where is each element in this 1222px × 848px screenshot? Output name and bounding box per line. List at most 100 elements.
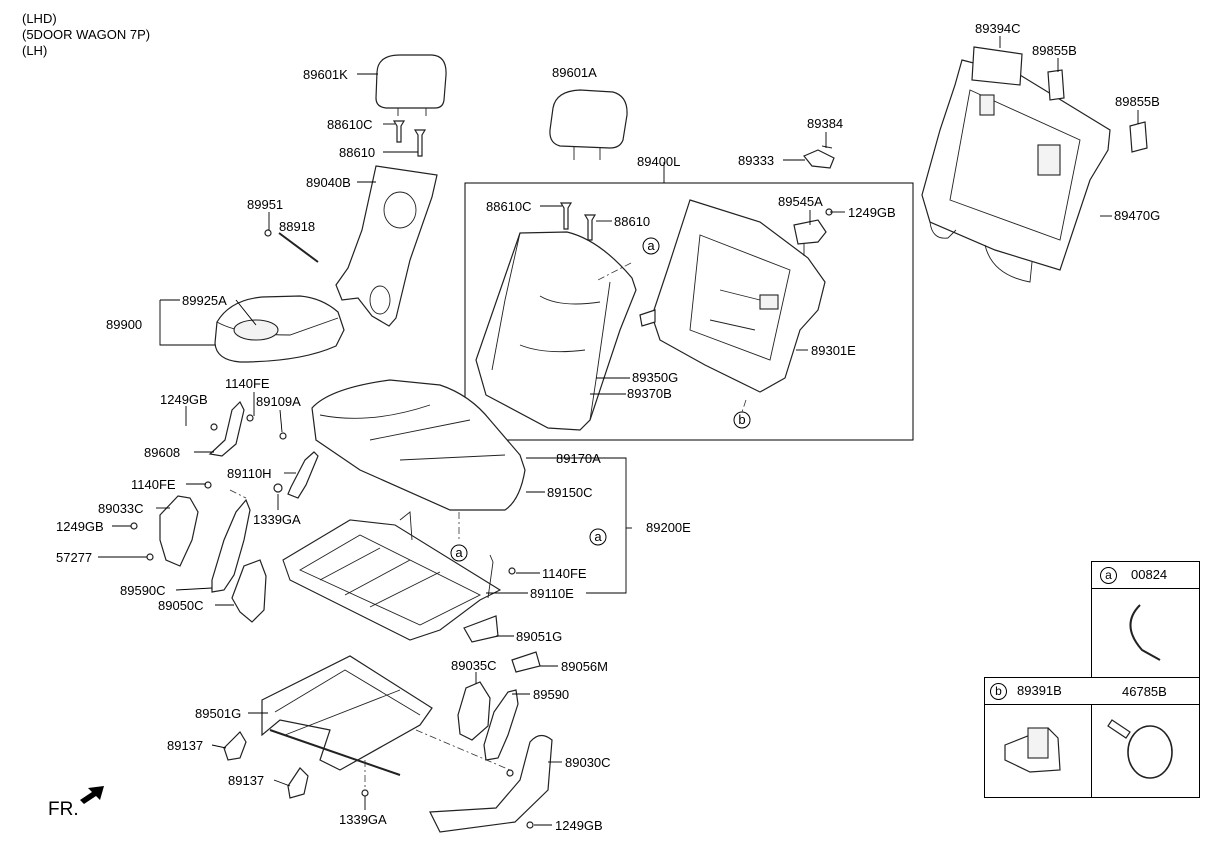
header-line-3: (LH)	[22, 43, 48, 58]
callout-89951: 89951	[247, 197, 283, 212]
back-frame-89301E-drawing	[639, 199, 826, 393]
latch-89333-drawing	[803, 145, 835, 169]
seat-cushion-89170A-drawing	[311, 379, 526, 511]
callout-89384: 89384	[807, 116, 843, 131]
callout-89925A: 89925A	[182, 293, 227, 308]
latch-89545A-drawing	[793, 219, 827, 256]
callout-89608: 89608	[144, 445, 180, 460]
callout-89855B-2: 89855B	[1115, 94, 1160, 109]
callout-1339GA-2: 1339GA	[339, 812, 387, 827]
alignment-lines	[229, 262, 747, 790]
bracket-89137-2-drawing	[287, 767, 309, 799]
callout-89040B: 89040B	[306, 175, 351, 190]
front-arrow-icon	[80, 786, 104, 804]
callout-1140FE-3: 1140FE	[542, 566, 587, 581]
svg-text:b: b	[738, 412, 745, 427]
legend-cell-b-right	[1091, 704, 1200, 798]
cover-89050C-drawing	[231, 559, 267, 623]
callout-89470G: 89470G	[1114, 208, 1160, 223]
callout-1140FE-1: 1140FE	[225, 376, 270, 391]
legend-row-b-header-left: b 89391B	[990, 683, 1062, 700]
front-marker: FR.	[48, 799, 79, 820]
callout-89370B: 89370B	[627, 386, 672, 401]
bracket-89056M-drawing	[511, 651, 541, 673]
callout-88610C-2: 88610C	[486, 199, 532, 214]
callout-89590C: 89590C	[120, 583, 166, 598]
guide-88610C-1-drawing	[392, 120, 427, 157]
callout-89110H: 89110H	[227, 466, 272, 481]
callout-89350G: 89350G	[632, 370, 678, 385]
callout-89137-1: 89137	[167, 738, 203, 753]
legend-part-89391B-drawing	[1004, 727, 1061, 773]
callout-89855B-1: 89855B	[1032, 43, 1077, 58]
bracket-89051G-drawing	[463, 615, 499, 643]
legend-part-00824: 00824	[1131, 567, 1168, 582]
callout-89501G: 89501G	[195, 706, 241, 721]
rod-88918-drawing	[264, 229, 319, 263]
legend-tag-a: a	[1100, 567, 1117, 584]
callout-89056M: 89056M	[561, 659, 608, 674]
svg-text:a: a	[647, 238, 655, 253]
ref-circle-a-2: a	[450, 544, 468, 562]
callout-89110E: 89110E	[530, 586, 574, 601]
callout-89109A: 89109A	[256, 394, 301, 409]
callout-1249GB-1: 1249GB	[848, 205, 896, 220]
pad-89394C-drawing	[971, 46, 1023, 86]
callout-89033C: 89033C	[98, 501, 144, 516]
ref-circle-a-3: a	[589, 528, 607, 546]
cover-89035C-drawing	[457, 681, 491, 741]
bracket-89137-1-drawing	[223, 731, 247, 761]
headrest-89601A-drawing	[549, 89, 628, 160]
callout-89200E: 89200E	[646, 520, 691, 535]
callout-89590: 89590	[533, 687, 569, 702]
callout-89400L: 89400L	[637, 154, 680, 169]
legend-part-46785B-drawing	[1107, 719, 1173, 779]
legend-cell-b-left	[984, 704, 1092, 798]
leader-lines	[98, 36, 1139, 826]
callout-89051G: 89051G	[516, 629, 562, 644]
callout-1249GB-3: 1249GB	[56, 519, 104, 534]
callout-89137-2: 89137	[228, 773, 264, 788]
cover-89033C-drawing	[159, 495, 199, 567]
svg-text:a: a	[594, 529, 602, 544]
legend-cell-a-body	[1091, 588, 1200, 678]
callout-89394C: 89394C	[975, 21, 1021, 36]
ref-circle-a-1: a	[642, 237, 660, 255]
headrest-89601K-drawing	[375, 54, 447, 116]
cover-89030C-drawing	[429, 734, 553, 833]
legend-part-46785B: 46785B	[1122, 684, 1167, 699]
callout-89035C: 89035C	[451, 658, 497, 673]
bracket-89110H-drawing	[287, 451, 319, 499]
callout-88610-1: 88610	[339, 145, 375, 160]
callout-labels: 89601K 88610C 88610 89040B 89951 88918 8…	[56, 21, 1160, 833]
callout-89301E: 89301E	[811, 343, 856, 358]
header-notes: (LHD) (5DOOR WAGON 7P) (LH)	[22, 11, 150, 59]
bracket-89608-drawing	[208, 400, 245, 457]
callout-88610-2: 88610	[614, 214, 650, 229]
legend-tag-b: b	[990, 683, 1007, 700]
callout-1249GB-2: 1249GB	[160, 392, 208, 407]
guide-88610C-2-drawing	[559, 202, 597, 241]
callout-89050C: 89050C	[158, 598, 204, 613]
bracket-89855B-1-drawing	[1047, 69, 1065, 101]
seat-back-group-box	[464, 182, 914, 441]
header-line-2: (5DOOR WAGON 7P)	[22, 27, 151, 42]
back-board-89470G-drawing	[921, 59, 1111, 283]
seat-track-89501G-drawing	[261, 655, 433, 776]
bracket-89590-drawing	[483, 689, 519, 761]
callout-89545A: 89545A	[778, 194, 823, 209]
callout-89601K: 89601K	[303, 67, 348, 82]
side-panel-89040B-drawing	[335, 165, 438, 327]
bolts-fasteners	[130, 208, 833, 829]
ref-circle-b: b	[733, 411, 751, 429]
callout-1339GA-1: 1339GA	[253, 512, 301, 527]
armrest-89900-drawing	[214, 295, 345, 363]
back-cushion-89350G-drawing	[475, 231, 637, 431]
legend-row-a-header: a 00824	[1100, 567, 1167, 584]
callout-1140FE-2: 1140FE	[131, 477, 176, 492]
group-brackets	[159, 299, 632, 594]
legend-part-89391B: 89391B	[1017, 683, 1062, 698]
bracket-89590C-drawing	[211, 498, 251, 593]
callout-57277: 57277	[56, 550, 92, 565]
